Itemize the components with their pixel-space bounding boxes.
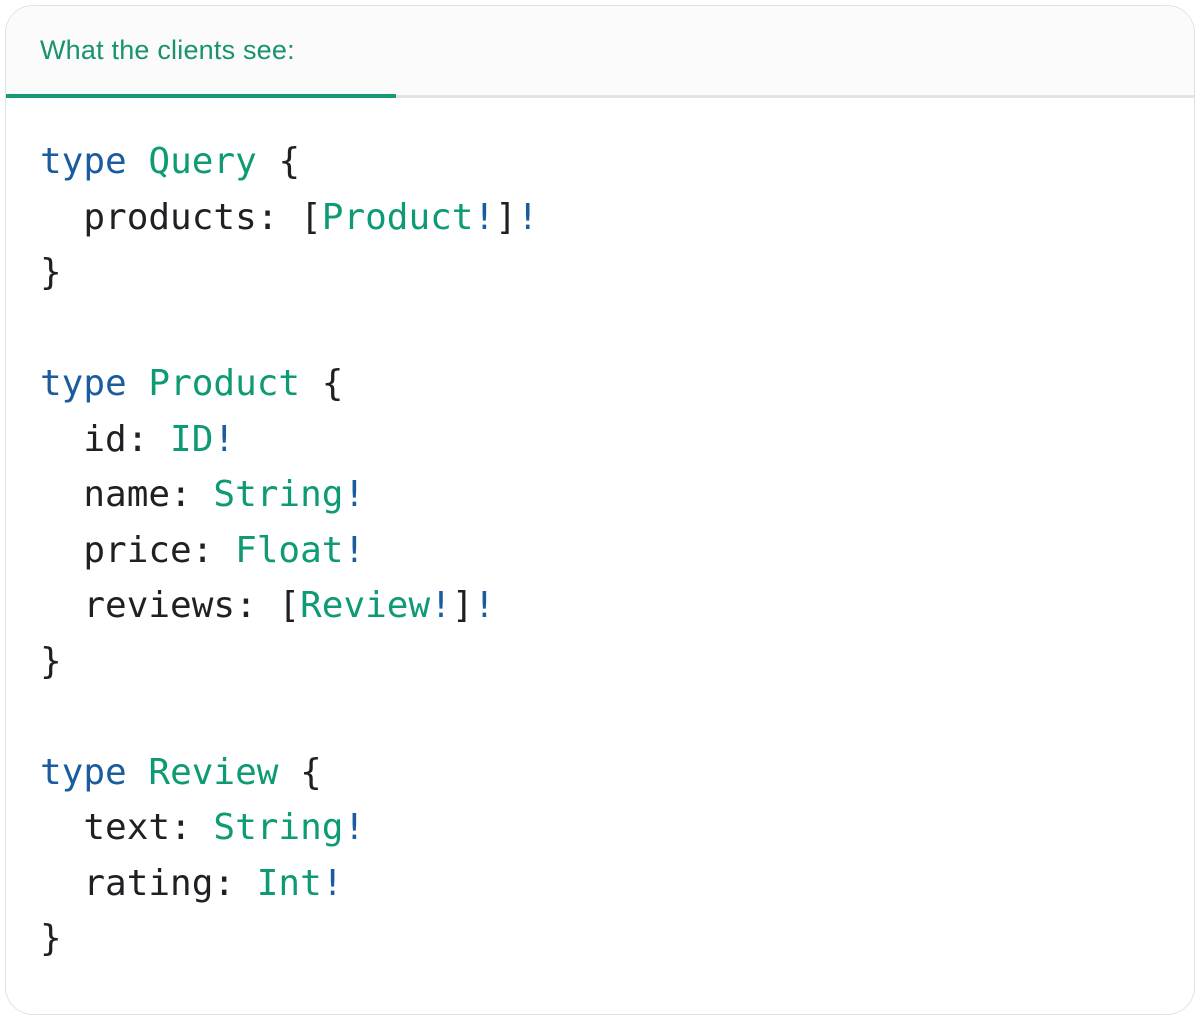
code-token-plain: ] [451, 585, 474, 626]
code-line: reviews: [Review!]! [40, 578, 1174, 634]
code-line: } [40, 634, 1174, 690]
code-token-kw: type [40, 363, 127, 404]
code-line [40, 301, 1174, 357]
code-token-plain: ] [495, 196, 517, 238]
code-token-plain: rating: [40, 862, 257, 904]
code-token-type: Float [235, 529, 344, 571]
code-token-type: ID [170, 418, 214, 460]
code-token-plain: reviews: [ [40, 585, 301, 626]
code-token-plain: } [40, 252, 62, 293]
code-token-plain: name: [40, 474, 214, 515]
code-line: rating: Int! [40, 856, 1174, 912]
code-token-bang: ! [516, 196, 539, 238]
graphql-schema-code: type Query { products: [Product!]!} type… [40, 134, 1174, 967]
code-line: } [40, 911, 1174, 967]
code-token-plain: text: [40, 807, 214, 848]
schema-code-card: What the clients see: type Query { produ… [5, 5, 1195, 1015]
code-area: type Query { products: [Product!]!} type… [6, 98, 1194, 967]
code-line: price: Float! [40, 523, 1174, 579]
code-token-plain: { [278, 751, 322, 793]
card-header: What the clients see: [6, 6, 1194, 98]
code-lines: type Query { products: [Product!]!} type… [40, 134, 1174, 967]
code-token-type: Product [321, 196, 474, 238]
code-token-type: Review [148, 751, 279, 793]
code-token-bang: ! [473, 196, 496, 238]
code-token-type: Product [148, 363, 301, 404]
code-token-bang: ! [213, 418, 236, 460]
code-line: type Review { [40, 745, 1174, 801]
code-token-plain: id: [40, 418, 171, 460]
code-line [40, 689, 1174, 745]
code-token-plain: products: [ [40, 196, 322, 238]
code-token-type: Int [256, 862, 322, 904]
code-line: } [40, 245, 1174, 301]
code-token-kw: type [40, 751, 127, 793]
code-line: name: String! [40, 467, 1174, 523]
code-token-type: Review [300, 585, 431, 626]
code-token-bang: ! [430, 585, 452, 626]
code-token-type: Query [148, 141, 257, 182]
code-token-bang: ! [343, 807, 366, 848]
code-token-plain [127, 752, 149, 793]
code-token-type: String [213, 474, 344, 515]
code-token-plain: } [40, 640, 62, 682]
code-token-kw: type [40, 141, 127, 182]
code-line: type Product { [40, 356, 1174, 412]
code-token-plain: { [300, 363, 344, 404]
code-token-plain: price: [40, 529, 236, 571]
tab-what-the-clients-see[interactable]: What the clients see: [6, 6, 396, 98]
code-line: id: ID! [40, 412, 1174, 468]
code-line: text: String! [40, 800, 1174, 856]
tab-label: What the clients see: [40, 35, 295, 65]
code-token-plain [127, 363, 149, 404]
code-token-plain [127, 141, 149, 182]
code-token-type: String [213, 807, 344, 848]
code-token-plain: } [40, 918, 62, 959]
code-token-bang: ! [473, 585, 496, 626]
code-token-plain: { [256, 141, 301, 182]
code-line: products: [Product!]! [40, 190, 1174, 246]
code-token-bang: ! [343, 474, 366, 515]
code-token-bang: ! [343, 529, 366, 571]
code-token-bang: ! [321, 862, 344, 904]
code-line: type Query { [40, 134, 1174, 190]
